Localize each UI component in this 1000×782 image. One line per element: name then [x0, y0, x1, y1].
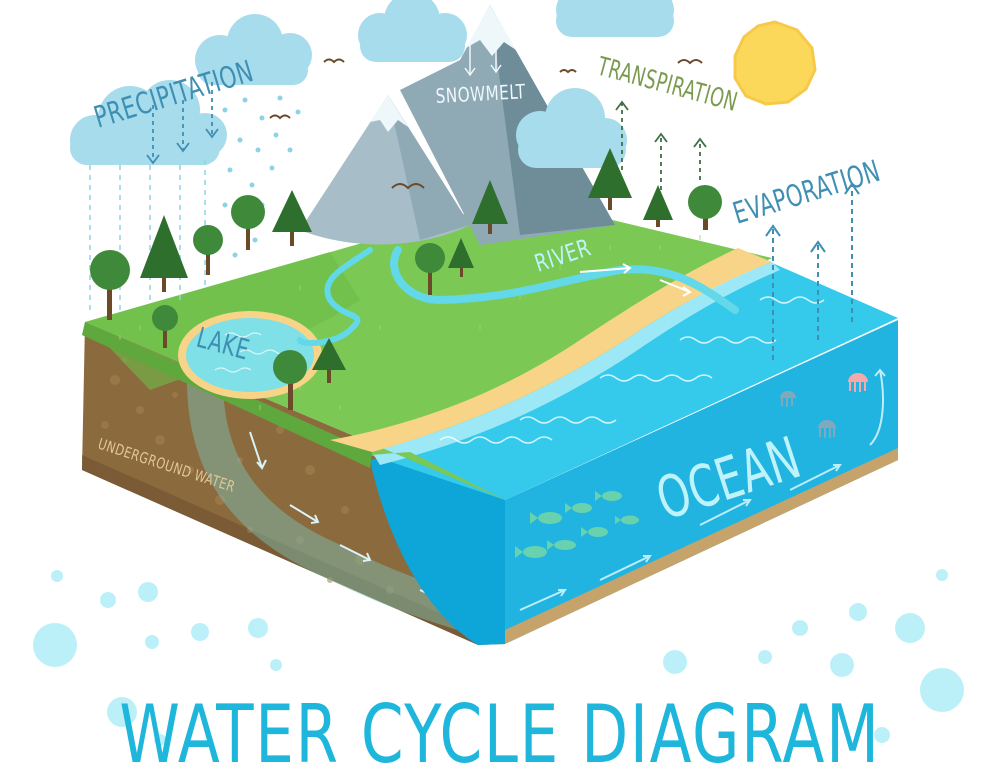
bubble [663, 650, 687, 674]
bubble [849, 603, 867, 621]
bubble [154, 734, 166, 746]
river [390, 246, 739, 314]
bubble [248, 618, 268, 638]
bubble [936, 569, 948, 581]
bubble [145, 635, 159, 649]
bird-icon [269, 58, 703, 190]
jellyfish-icon [780, 391, 836, 438]
decorative-bubbles [33, 569, 964, 746]
bubble [920, 668, 964, 712]
cloud-icon [70, 80, 227, 165]
bubble [33, 623, 77, 667]
sun-icon [733, 20, 817, 106]
evaporation-label: EVAPORATION [729, 154, 884, 231]
bubble [874, 727, 890, 743]
bubble [895, 613, 925, 643]
cloud-icon [195, 14, 312, 85]
bubble [758, 650, 772, 664]
snowmelt-label: SNOWMELT [435, 81, 526, 108]
cloud-icon [556, 0, 674, 37]
bubble [270, 659, 282, 671]
bubble [191, 623, 209, 641]
cloud-icon [516, 88, 627, 168]
ocean-block [370, 182, 898, 645]
bubble [792, 620, 808, 636]
bubble [830, 653, 854, 677]
bubble [138, 582, 158, 602]
trees [90, 148, 722, 410]
transpiration-label: TRANSPIRATION [593, 52, 740, 118]
cloud-icon [358, 0, 467, 62]
jellyfish-icon [848, 373, 868, 392]
bubble [100, 592, 116, 608]
evaporation-arrows [772, 186, 853, 360]
rain-drops [212, 95, 301, 258]
bubble [51, 570, 63, 582]
page-title: WATER CYCLE DIAGRAM [119, 688, 881, 781]
bubble [107, 697, 137, 727]
ground-block [82, 322, 505, 645]
